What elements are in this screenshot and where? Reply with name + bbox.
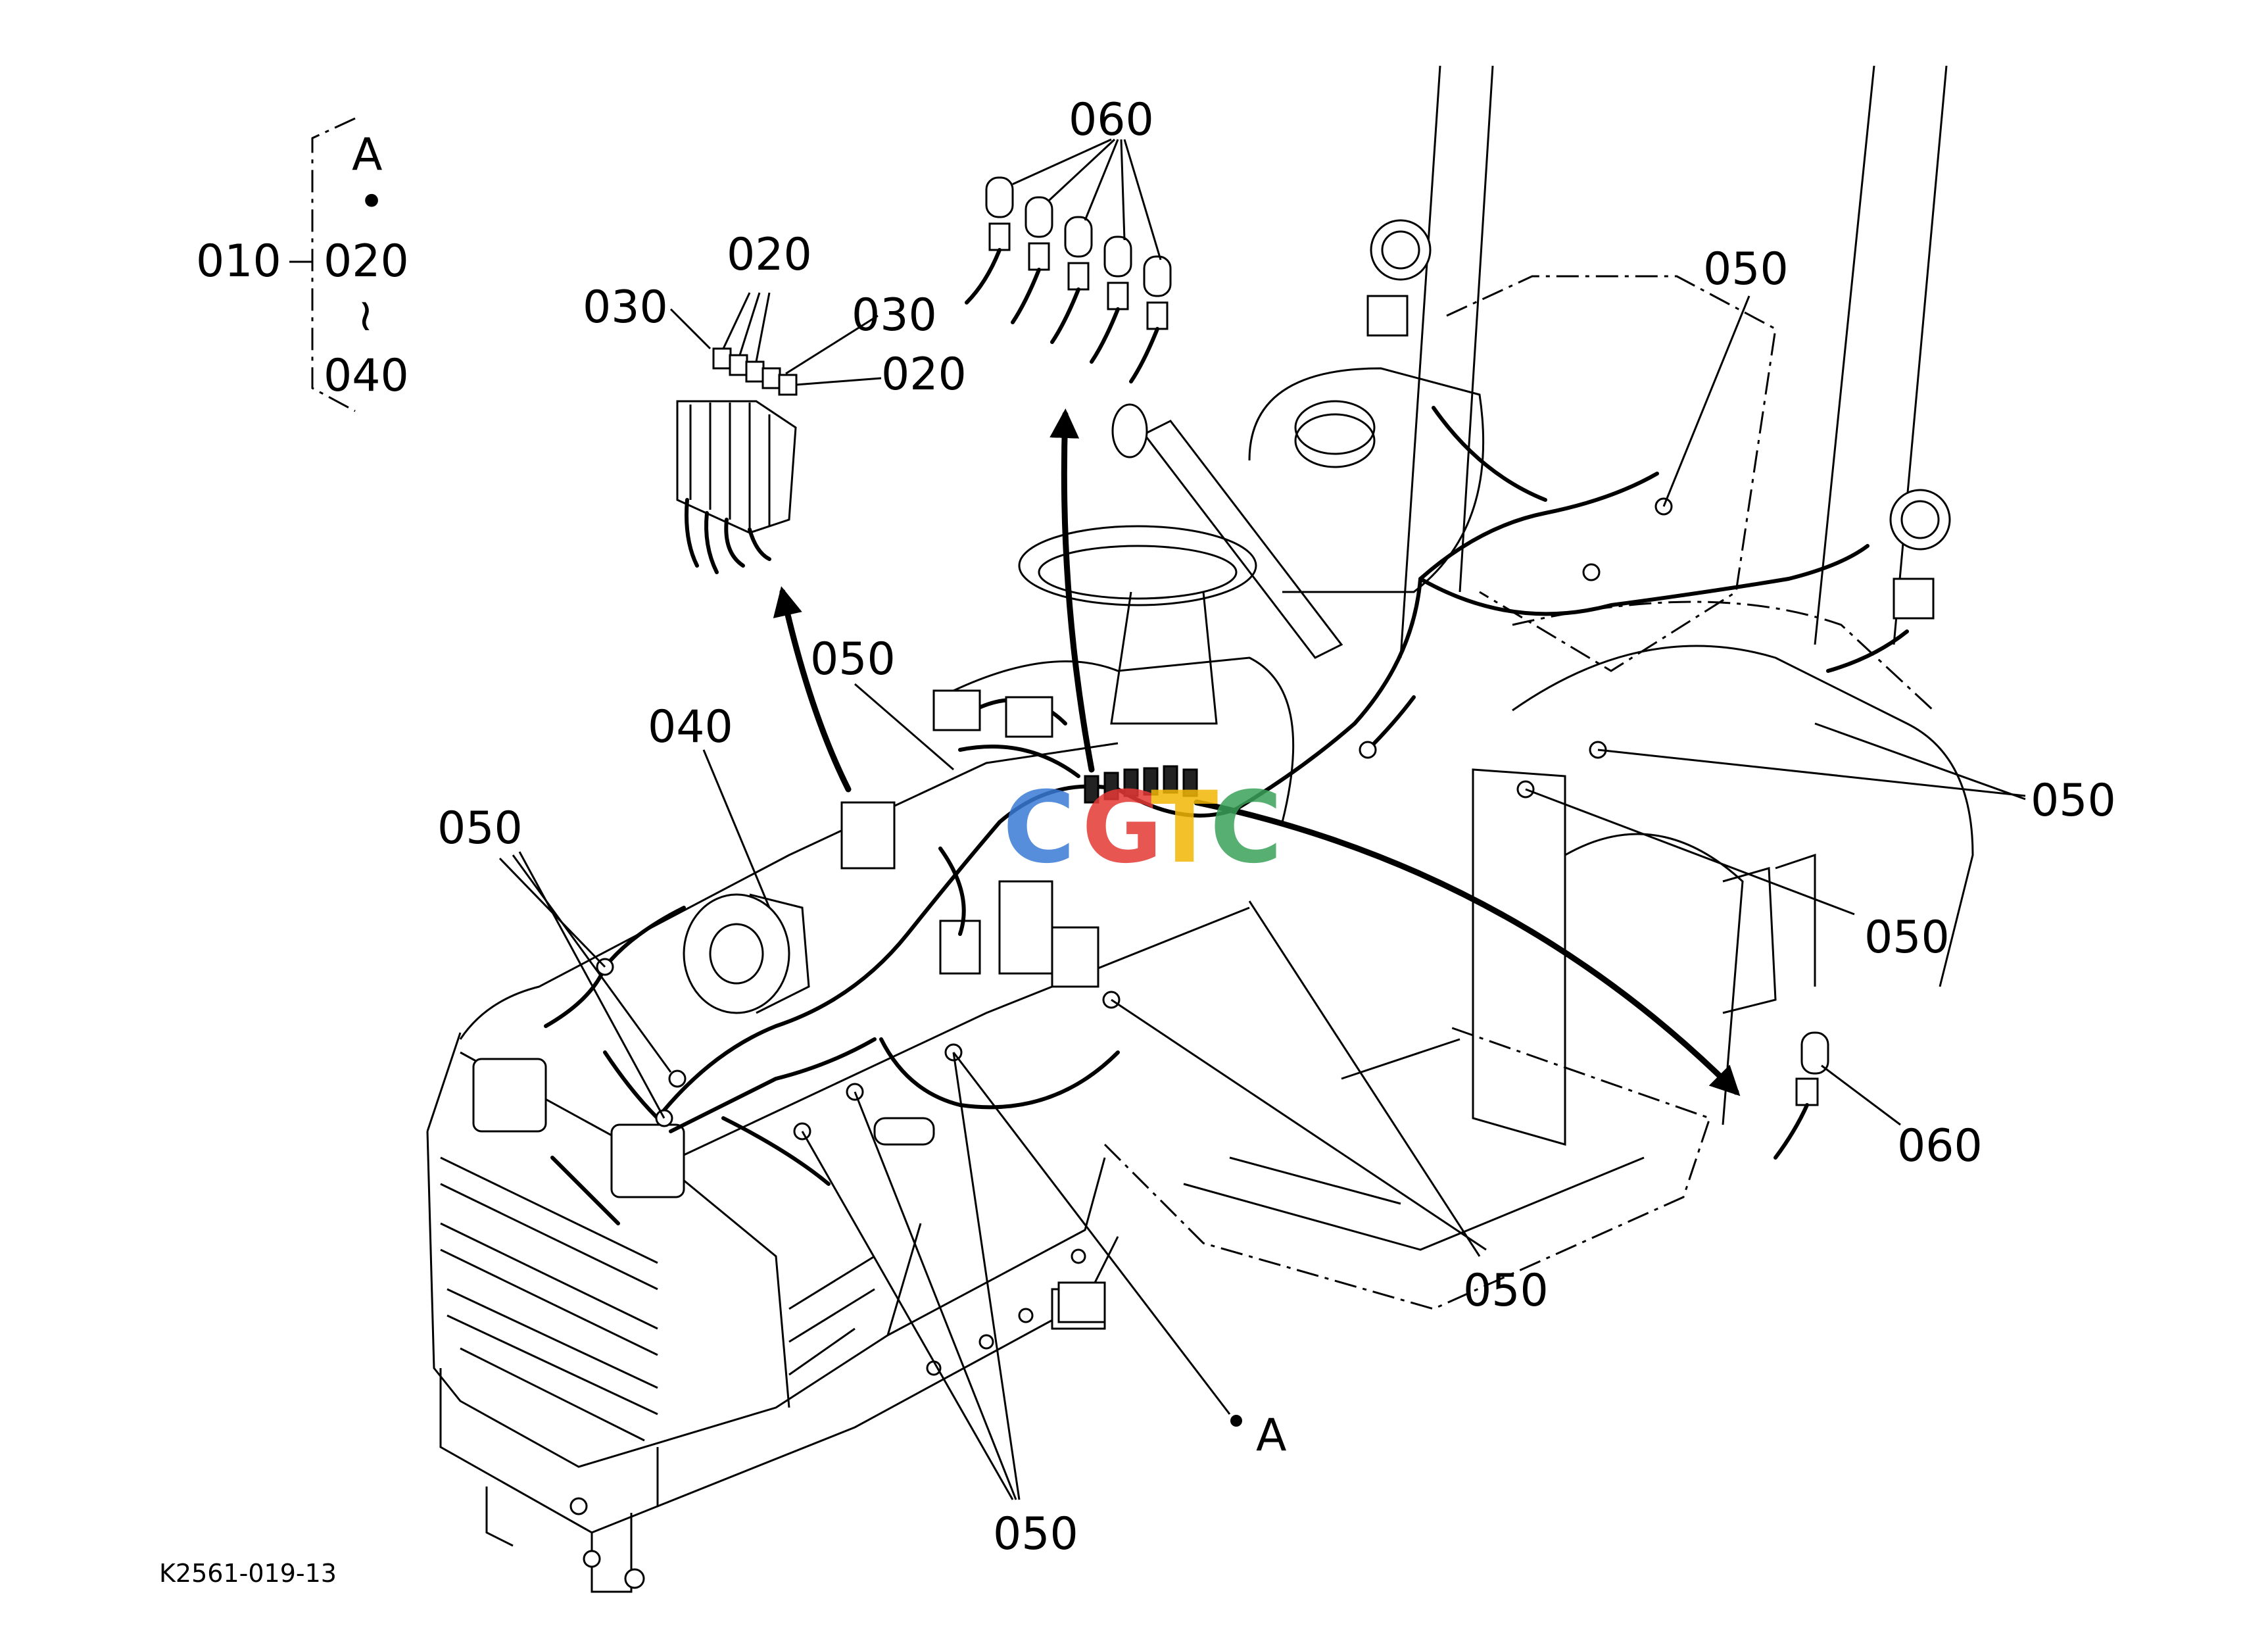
bulb-060-right-detail: [1773, 1031, 1829, 1160]
fuse-030: [778, 374, 798, 396]
fender: [1512, 645, 1974, 987]
headlight-right: [610, 1123, 685, 1198]
legend-parent: 010: [196, 235, 281, 287]
leader-lines: [498, 138, 2026, 1500]
rops-post-right: [1814, 65, 1875, 645]
bulb-5: [1129, 255, 1172, 383]
watermark-c-blue: C: [1003, 771, 1075, 885]
wire-harness: [544, 406, 1909, 1225]
grille-slats: [440, 1156, 875, 1442]
point-a-dot: [1230, 1415, 1242, 1427]
legend-dot: •: [358, 176, 385, 228]
control-unit: [998, 880, 1053, 975]
fuse-020: [712, 347, 732, 370]
watermark-t-yellow: T: [1151, 771, 1218, 885]
callout-050-bottom: 050: [993, 1508, 1078, 1560]
headlight-left: [472, 1058, 547, 1133]
callout-point-a: A: [1256, 1410, 1287, 1462]
bulbs-060-detail: [965, 176, 1172, 383]
callout-050-right-b: 050: [1864, 912, 1950, 964]
legend-range-sep: ≀: [357, 289, 374, 341]
rear-lamp-left: [1370, 219, 1432, 281]
callout-labels: 020 030 030 020 060 050 050 040 050 050 …: [437, 94, 2116, 1560]
control-lever: [1142, 420, 1343, 659]
alternator: [683, 893, 790, 1014]
callout-040-relay: 040: [648, 701, 733, 753]
legend-range-end: 040: [324, 350, 409, 402]
fuel-cap: [1294, 413, 1376, 468]
callout-050-bottom-mid: 050: [1463, 1265, 1549, 1317]
callout-020-right: 020: [881, 349, 967, 401]
rops-post-left: [1399, 65, 1441, 658]
callout-050-center: 050: [810, 633, 896, 685]
legend-range-start: 020: [324, 235, 409, 287]
arrow-to-fuse-block: [773, 586, 852, 793]
starter: [873, 1117, 935, 1146]
arrow-to-right-bulb: [1194, 799, 1741, 1096]
watermark-c-green: C: [1210, 771, 1282, 885]
legend-bracket: [311, 117, 356, 412]
callout-050-right-a: 050: [2031, 775, 2116, 827]
arrow-to-bulbs: [1050, 408, 1095, 773]
seat-outline: [1446, 275, 1777, 672]
bulb-3: [1050, 216, 1093, 344]
rear-lamp-right: [1889, 489, 1951, 551]
callout-030-right: 030: [852, 289, 937, 341]
fuse-block-detail: [676, 347, 798, 574]
callout-050-top-right: 050: [1703, 243, 1789, 295]
callout-060-right: 060: [1897, 1120, 1983, 1172]
watermark: C G T C: [1003, 771, 1282, 885]
steering-wheel: [1018, 525, 1257, 606]
callout-030-left: 030: [583, 282, 668, 333]
bulb-2: [1011, 196, 1053, 324]
drawing-reference: K2561-019-13: [159, 1559, 337, 1588]
callout-060-top: 060: [1069, 94, 1154, 146]
callout-020-top: 020: [727, 229, 812, 281]
center-connector-cluster: [932, 689, 1198, 804]
legend-top: A: [352, 129, 383, 181]
fuse-box-center: [840, 801, 896, 870]
bulb-4: [1090, 235, 1132, 364]
callout-050-left: 050: [437, 802, 523, 854]
bulb-1: [965, 176, 1014, 305]
watermark-g-red: G: [1082, 771, 1163, 885]
legend-group: A • 010 020 ≀ 040: [196, 117, 409, 412]
tractor-outline: [426, 65, 1974, 1593]
